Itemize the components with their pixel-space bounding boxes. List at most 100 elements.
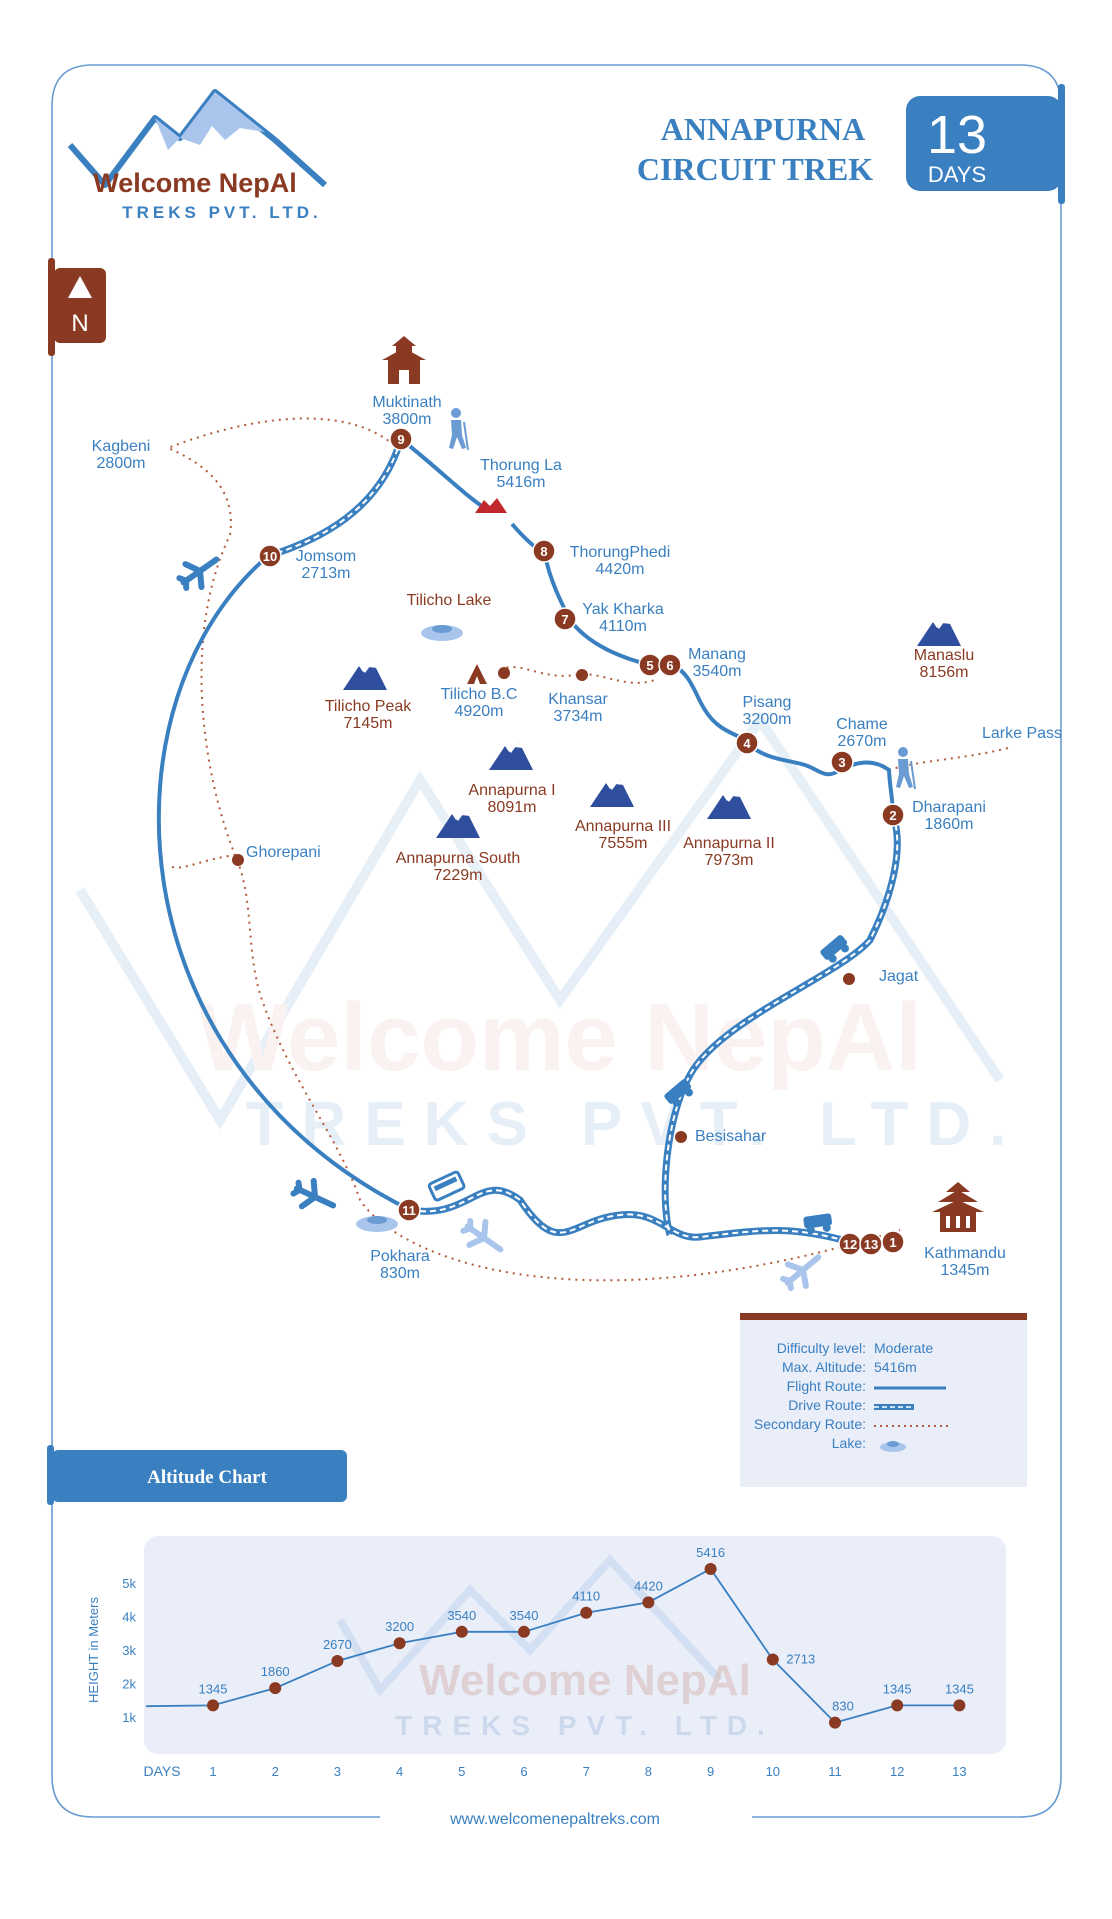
chart-data-label: 5416 (696, 1545, 725, 1560)
legend-drive-label: Drive Route: (788, 1397, 866, 1413)
alt-manang: 3540m (693, 663, 742, 680)
flight-routes (156, 554, 411, 1212)
brand-name: Welcome NepAl (93, 168, 297, 198)
label-thorung-la: Thorung La (480, 457, 562, 474)
label-ghorepani: Ghorepani (246, 844, 321, 861)
stop-number: 1 (889, 1235, 896, 1250)
label-tilicho-lake: Tilicho Lake (407, 592, 492, 609)
chart-data-label: 1345 (883, 1681, 912, 1696)
label-annapurna-1: Annapurna I (468, 782, 555, 799)
waypoint-dot (843, 973, 855, 985)
stop-number: 2 (889, 808, 896, 823)
airplane-icon (176, 556, 220, 591)
stop-number: 9 (397, 432, 404, 447)
watermark-subtitle: TREKS PVT. LTD. (246, 1090, 1025, 1159)
alt-pokhara: 830m (380, 1265, 420, 1282)
label-tilicho-bc: Tilicho B.C (441, 686, 518, 703)
chart-x-tick: 2 (272, 1764, 279, 1779)
chart-point (207, 1699, 219, 1712)
alt-manaslu: 8156m (920, 664, 969, 681)
label-muktinath: Muktinath (372, 394, 441, 411)
chart-data-label: 1345 (945, 1681, 974, 1696)
chart-y-tick: 2k (122, 1676, 136, 1691)
chart-data-label: 3200 (385, 1619, 414, 1634)
chart-watermark-text: Welcome NepAl TREKS PVT. LTD. (395, 1656, 765, 1741)
label-larke-pass: Larke Pass (982, 725, 1062, 742)
alt-yak-kharka: 4110m (599, 618, 647, 635)
temple-icon (932, 1182, 984, 1232)
chart-y-tick: 1k (122, 1710, 136, 1725)
chart-point (891, 1699, 904, 1712)
chart-point (518, 1625, 530, 1638)
lakes (356, 625, 463, 1232)
alt-annapurna-1: 8091m (488, 799, 537, 816)
camp-tent-icon (467, 664, 487, 684)
place-labels: Muktinath 3800m Thorung La 5416m Thorung… (92, 394, 1062, 1282)
chart-y-axis-label: HEIGHT in Meters (86, 1597, 101, 1703)
page-frame (51, 64, 1062, 1818)
label-besisahar: Besisahar (695, 1128, 767, 1145)
mountain-icon (489, 742, 533, 770)
alt-annapurna-3: 7555m (599, 835, 648, 852)
stop-number: 10 (263, 549, 277, 564)
chart-watermark-brand: Welcome NepAl (419, 1656, 751, 1705)
alt-muktinath: 3800m (383, 411, 432, 428)
stop-number: 11 (402, 1203, 416, 1218)
north-compass: N (48, 258, 106, 356)
chart-x-tick: 4 (396, 1764, 403, 1779)
temple-icon (382, 336, 426, 384)
chart-data-label: 830 (832, 1699, 854, 1714)
chart-x-tick: 7 (583, 1764, 590, 1779)
label-jomsom: Jomsom (296, 548, 356, 565)
alt-tilicho-bc: 4920m (455, 703, 504, 720)
alt-chame: 2670m (838, 733, 887, 750)
alt-jomsom: 2713m (302, 565, 351, 582)
mountain-icon (917, 618, 961, 646)
label-chame: Chame (836, 716, 888, 733)
stop-marker-8: 8 (532, 539, 556, 563)
stop-number: 5 (646, 658, 653, 673)
chart-x-tick: 9 (707, 1764, 714, 1779)
stop-marker-11: 11 (397, 1198, 421, 1222)
drive-routes (266, 438, 901, 1246)
jeep-icon (803, 1213, 833, 1235)
legend-flight-label: Flight Route: (787, 1378, 866, 1394)
label-annapurna-3: Annapurna III (575, 818, 671, 835)
stop-number: 13 (864, 1237, 878, 1252)
bus-icon (427, 1170, 466, 1202)
chart-data-label: 4420 (634, 1578, 663, 1593)
chart-x-axis-label: DAYS (143, 1763, 180, 1779)
waypoint-dot (498, 667, 510, 679)
hiker-icon (896, 747, 916, 790)
legend-max-alt-label: Max. Altitude: (782, 1359, 866, 1375)
stop-marker-3: 3 (830, 750, 854, 774)
mountain-icon (343, 662, 387, 690)
stop-marker-9: 9 (389, 427, 413, 451)
airplane-icon (780, 1254, 822, 1292)
legend-box: Difficulty level: Moderate Max. Altitude… (740, 1313, 1027, 1487)
chart-point (704, 1562, 717, 1575)
chart-data-label: 1860 (261, 1664, 290, 1679)
label-dharapani: Dharapani (912, 799, 986, 816)
lake-icon (356, 1216, 398, 1232)
alt-thorung-la: 5416m (497, 474, 546, 491)
chart-series-line (145, 1567, 960, 1724)
trek-route (399, 437, 895, 816)
stop-number: 12 (843, 1237, 857, 1252)
legend-difficulty-value: Moderate (874, 1340, 933, 1356)
alt-khansar: 3734m (554, 708, 603, 725)
chart-x-tick: 10 (766, 1764, 780, 1779)
days-label: DAYS (928, 162, 986, 187)
title-line2: CIRCUIT TREK (637, 151, 873, 187)
label-pokhara: Pokhara (370, 1248, 430, 1265)
watermark-brand: Welcome NepAl (198, 984, 922, 1091)
stop-number: 4 (743, 736, 751, 751)
footer-website[interactable]: www.welcomenepaltreks.com (449, 1811, 660, 1828)
chart-data-label: 2713 (786, 1652, 815, 1667)
waypoints (232, 667, 855, 1143)
chart-data-label: 3540 (510, 1608, 539, 1623)
alt-pisang: 3200m (743, 711, 792, 728)
stop-number: 8 (540, 544, 547, 559)
